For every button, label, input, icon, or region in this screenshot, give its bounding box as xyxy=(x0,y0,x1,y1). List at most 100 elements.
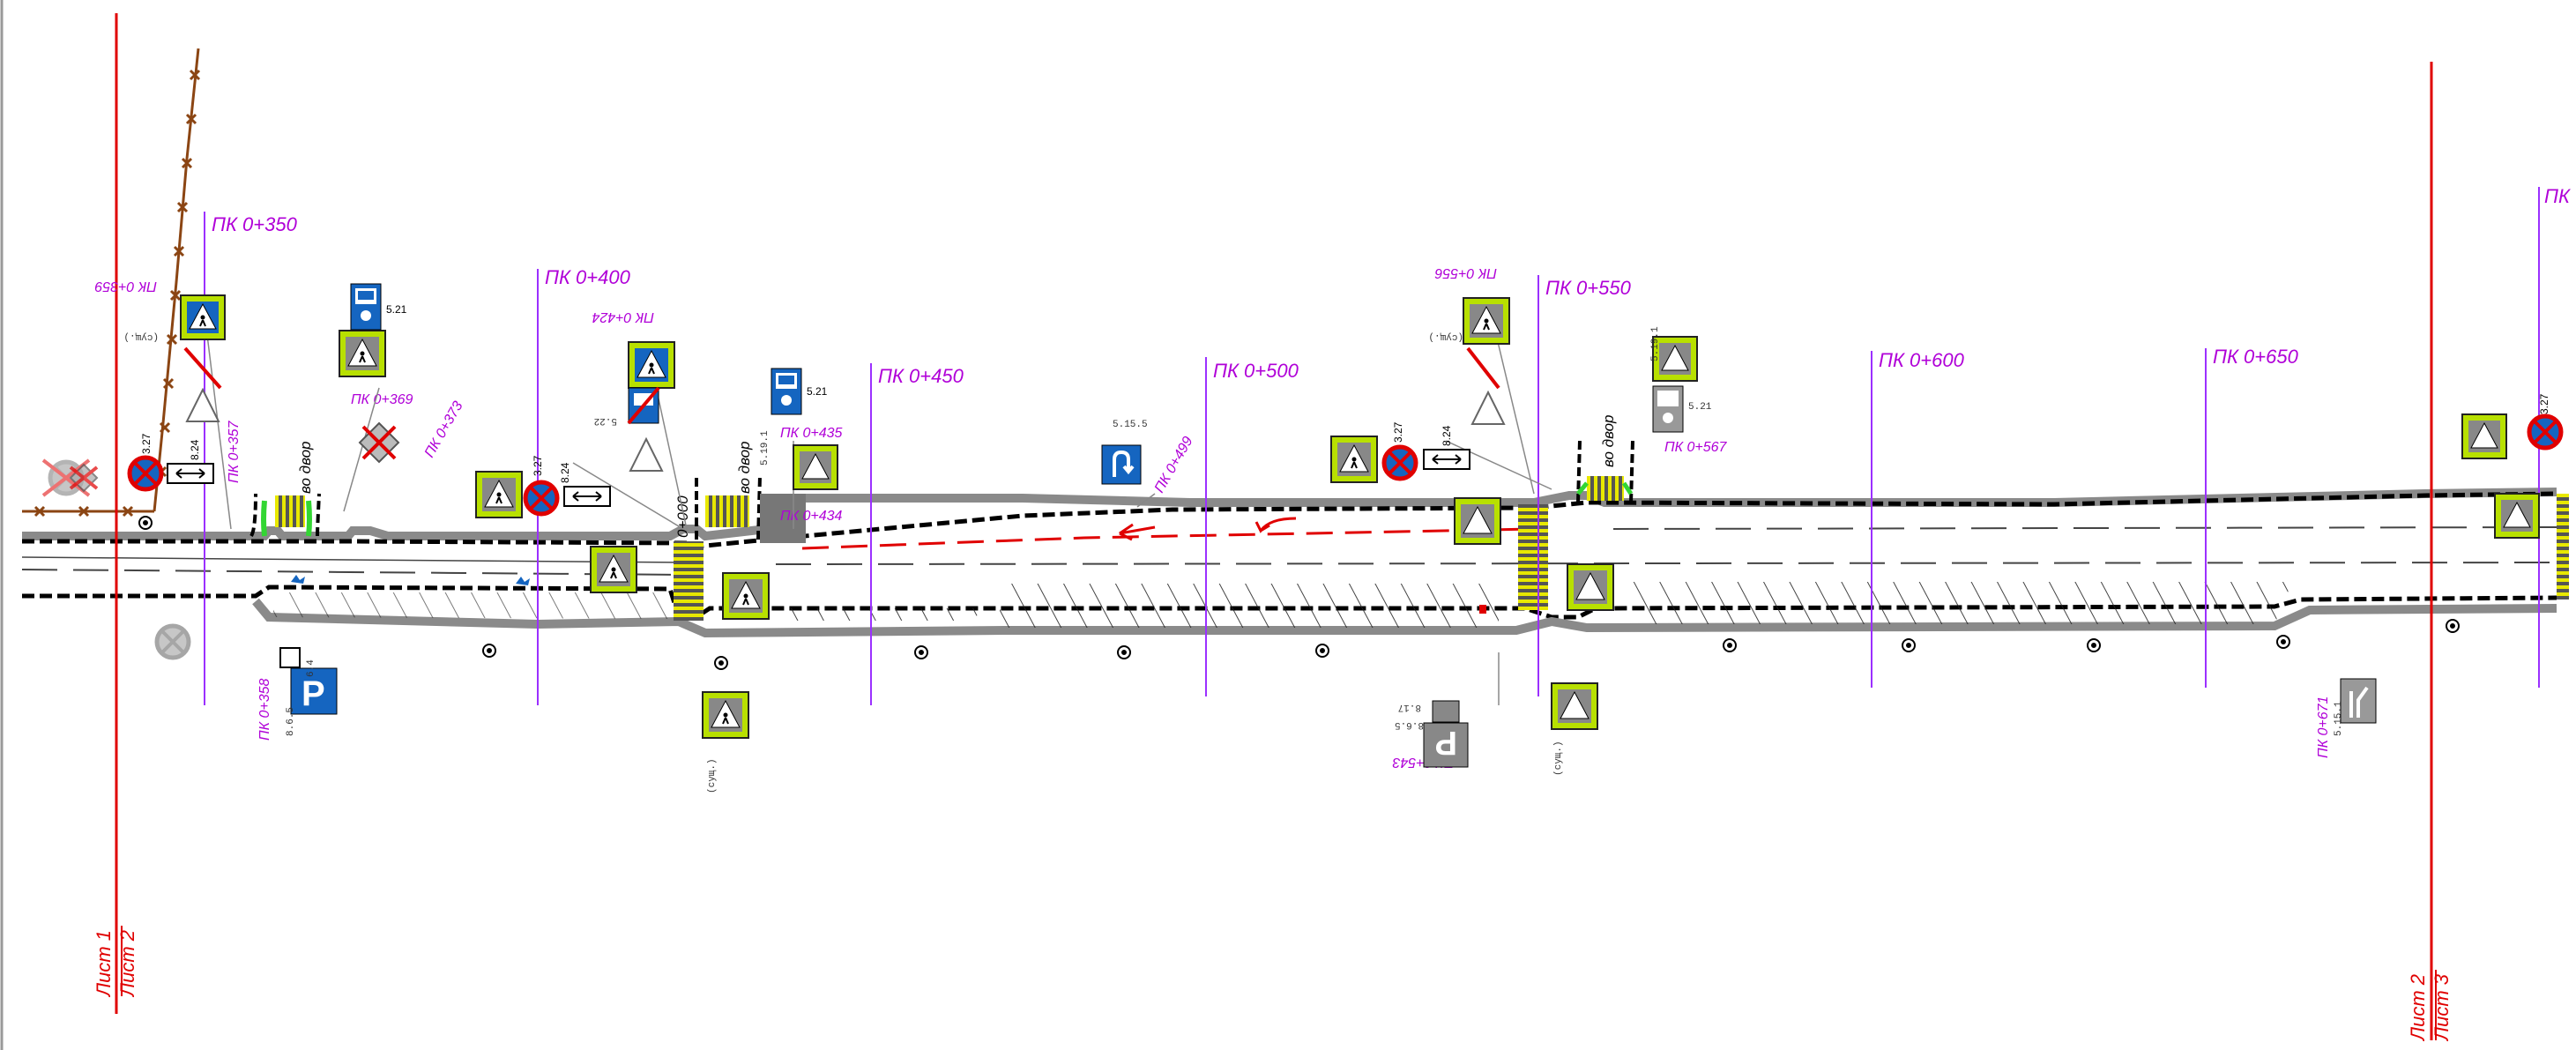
accessible-markings xyxy=(291,575,530,585)
tree-icon xyxy=(714,656,728,670)
code-existing-c: (сущ.) xyxy=(707,758,718,793)
upper-road-edge xyxy=(22,491,2557,549)
pedestrian-crossing-sign-icon xyxy=(722,572,770,620)
code-5-21-b: 5.21 xyxy=(807,385,828,398)
pedestrian-crossing-sign-icon xyxy=(702,691,749,739)
driveway-2-edges xyxy=(695,475,762,540)
picket-label-550: ПК 0+550 xyxy=(1545,277,1632,299)
code-5-19-1-b: 5.19.1 xyxy=(1650,326,1661,361)
pedestrian-crossing-sign-icon xyxy=(1567,563,1614,611)
pedestrian-crossing-sign-icon xyxy=(339,330,386,377)
code-8-24-c: 8.24 xyxy=(1441,425,1453,446)
code-existing-d: (сущ.) xyxy=(1553,741,1564,776)
code-3-27-c: 3.27 xyxy=(1392,421,1404,443)
no-stopping-sign-icon xyxy=(523,480,560,517)
fence-vertical xyxy=(153,48,200,512)
driveway-1-edges xyxy=(249,493,321,538)
minor-picket-labels: ПК 0+359 ПК 0+357 ПК 0+369 ПК 0+373 ПК 0… xyxy=(94,265,2331,770)
sheet-1-label-top: Лист 1 xyxy=(93,930,115,998)
code-8-6-5-a: 8.6.5 xyxy=(286,707,296,736)
picket-minor-369: ПК 0+369 xyxy=(351,392,413,407)
lane-line-right xyxy=(1612,526,2557,530)
sign-codes: 5.21 5.21 5.21 3.27 3.27 3.27 3.27 8.24 … xyxy=(123,303,2550,793)
tree-icon xyxy=(1723,638,1737,652)
crosswalk-3 xyxy=(2557,494,2569,599)
pedestrian-crossing-sign-icon xyxy=(1454,497,1501,545)
pedestrian-crossing-sign-icon xyxy=(2494,493,2540,539)
svg-text:P: P xyxy=(1435,724,1457,761)
picket-label-450: ПК 0+450 xyxy=(878,365,964,387)
picket-minor-424: ПК 0+424 xyxy=(592,309,654,324)
svg-text:P: P xyxy=(302,674,325,713)
picket-labels: ПК 0+350 ПК 0+400 ПК 0+450 ПК 0+500 ПК 0… xyxy=(212,185,2571,387)
pedestrian-crossings xyxy=(674,494,2569,621)
picket-minor-556: ПК 0+556 xyxy=(1434,265,1497,280)
no-stopping-signs xyxy=(41,413,2564,660)
code-5-15-5: 5.15.5 xyxy=(1113,420,1148,430)
pedestrian-crossing-sign-icon xyxy=(475,471,523,518)
code-8-24-a: 8.24 xyxy=(189,439,201,460)
picket-label-350: ПК 0+350 xyxy=(212,213,298,235)
picket-minor-435: ПК 0+435 xyxy=(780,426,843,441)
lane-direction-sign-icon xyxy=(2340,678,2377,724)
tree-icon xyxy=(482,644,496,658)
bus-stop-sign-icon xyxy=(1652,385,1684,433)
tree-icon xyxy=(2087,638,2101,652)
picket-label-400: ПК 0+400 xyxy=(545,266,631,288)
upper-curb xyxy=(22,488,2557,541)
code-3-27-d: 3.27 xyxy=(2538,393,2550,414)
pedestrian-crossing-sign-icon xyxy=(2461,413,2507,459)
picket-minor-434: ПК 0+434 xyxy=(780,509,843,524)
bus-stop-sign-icon xyxy=(627,386,660,425)
pedestrian-crossing-sign-icon xyxy=(1652,336,1698,382)
red-arrow-2 xyxy=(1254,517,1297,533)
removed-sign-icon xyxy=(358,421,400,464)
driveway-3-crosswalk xyxy=(1587,476,1624,501)
picket-minor-671: ПК 0+671 xyxy=(2316,696,2331,758)
fence-line xyxy=(22,48,201,518)
triangle-signs xyxy=(183,346,1506,472)
parking-sign-icon: P xyxy=(290,667,338,715)
crosswalk-1 xyxy=(674,541,704,621)
tree-icon xyxy=(1902,638,1916,652)
no-stopping-sign-icon xyxy=(154,623,191,660)
driveway-2-crosswalk xyxy=(705,495,749,527)
driveway-1-crosswalk xyxy=(275,495,305,527)
picket-label-600: ПК 0+600 xyxy=(1879,349,1965,371)
parking-sign-icon: P xyxy=(1423,722,1469,768)
hatch-zone-3 xyxy=(1622,582,2292,624)
centre-line xyxy=(21,562,2557,576)
pedestrian-crossing-sign-icon xyxy=(1463,297,1510,345)
tree-icon xyxy=(914,645,928,659)
sheet-2-label-bottom: Лист 3 xyxy=(2431,973,2453,1042)
pedestrian-signs xyxy=(180,294,2540,739)
roadside-symbols xyxy=(138,516,2460,670)
picket-minor-499: ПК 0+499 xyxy=(1152,434,1196,495)
code-8-17: 8.17 xyxy=(1398,702,1421,712)
tree-icon xyxy=(2276,635,2290,649)
picket-minor-357: ПК 0+357 xyxy=(227,420,242,483)
fence-crosses xyxy=(34,69,201,518)
red-lane-line xyxy=(801,527,1535,550)
code-5-21-c: 5.21 xyxy=(1688,402,1712,413)
driveway-label-2: во двор xyxy=(736,442,753,494)
removed-sign-group-left xyxy=(69,463,99,493)
driveway-3-edges xyxy=(1576,440,1634,503)
code-5-21-a: 5.21 xyxy=(386,303,407,316)
pedestrian-crossing-sign-icon xyxy=(590,546,637,593)
tree-icon xyxy=(138,516,153,530)
driveway-1-green xyxy=(261,500,312,537)
parking-plate-2 xyxy=(1432,700,1460,723)
code-5-22: 5.22 xyxy=(594,415,617,426)
code-3-27-b: 3.27 xyxy=(532,455,544,476)
parking-plate xyxy=(279,647,301,668)
sheet-1-label-bottom: Лист 2 xyxy=(116,930,138,998)
sheet-2-label-top: Лист 2 xyxy=(2407,974,2429,1042)
driveway-2-grey xyxy=(760,494,806,543)
bus-stop-sign-icon xyxy=(350,283,382,331)
lower-curb xyxy=(252,598,2557,638)
triangle-sign-b xyxy=(629,436,664,472)
crosswalk-2 xyxy=(1518,504,1548,610)
tree-icon xyxy=(1315,644,1329,658)
